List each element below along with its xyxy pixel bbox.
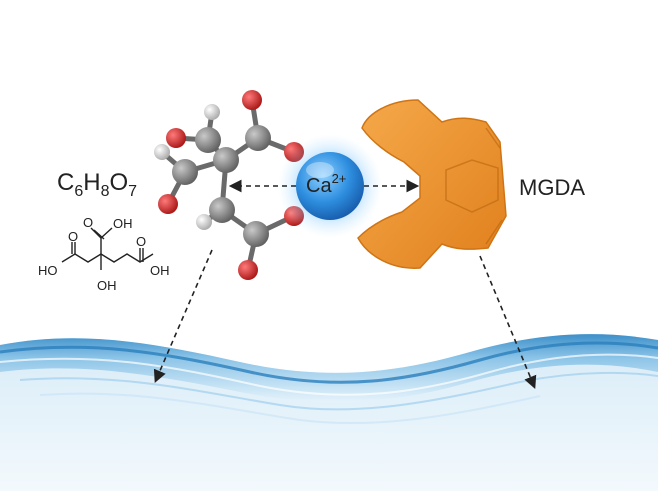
calcium-label: Ca2+	[306, 171, 346, 197]
formula-label: C6H8O7	[57, 169, 137, 200]
structure-oh-center: OH	[97, 278, 117, 293]
structure-ho-left: HO	[38, 263, 58, 278]
mgda-model	[357, 99, 507, 269]
structure-o-top: O	[83, 215, 93, 230]
interaction-arrows	[153, 179, 537, 389]
arrow-citrate-to-water	[153, 249, 213, 383]
structure-o-right: O	[136, 234, 146, 249]
mgda-label: MGDA	[519, 175, 585, 200]
structure-o-left: O	[68, 229, 78, 244]
citric-acid-structure	[61, 227, 154, 270]
arrow-mgda-to-water	[479, 255, 537, 389]
structure-oh-top: OH	[113, 216, 133, 231]
structure-oh-right: OH	[150, 263, 170, 278]
calcium-ion	[278, 134, 382, 238]
